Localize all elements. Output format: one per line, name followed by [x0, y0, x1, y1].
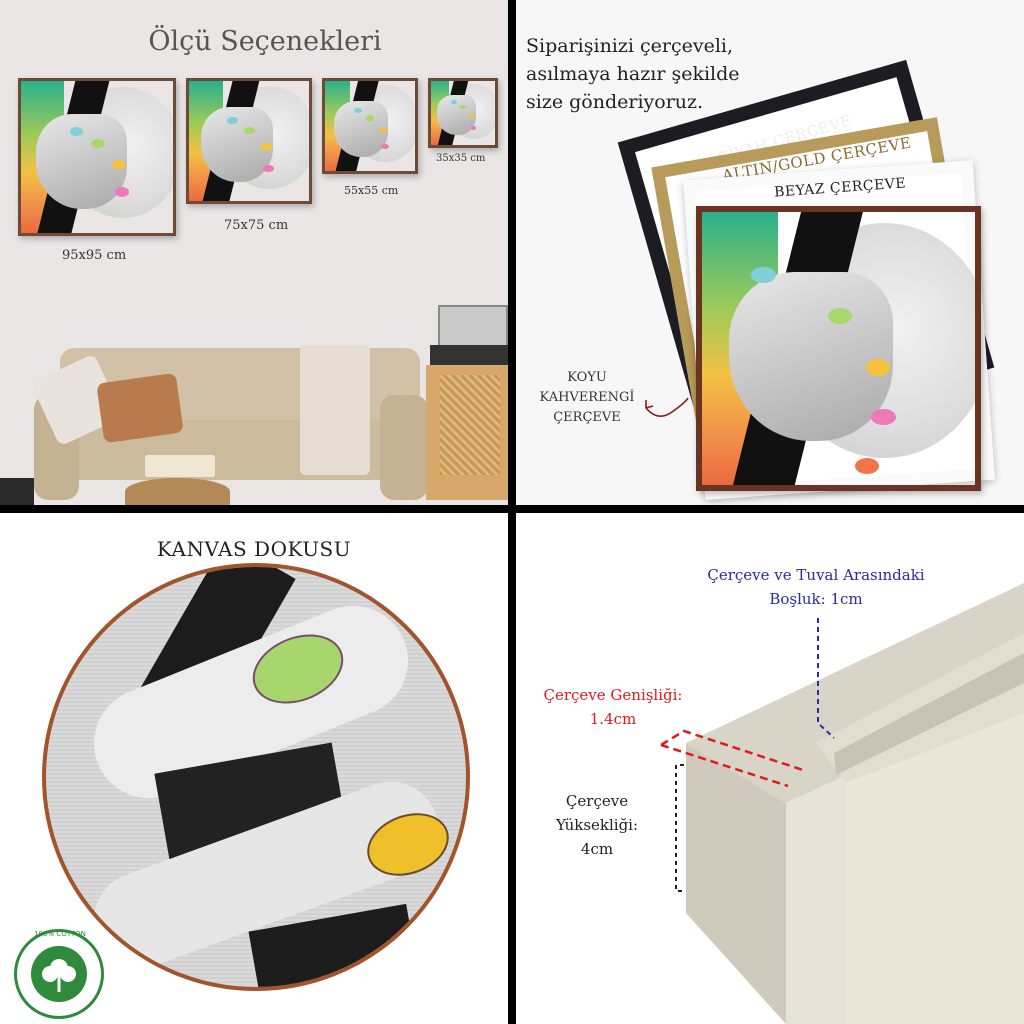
frame-height-label-line-2: Yüksekliği: — [555, 816, 639, 834]
gap-label-line-1: Çerçeve ve Tuval Arasındaki — [707, 566, 925, 584]
frame-width-label-line-1: Çerçeve Genişliği: — [543, 686, 683, 704]
canvas-texture-closeup — [42, 563, 470, 991]
cotton-plant-icon — [31, 946, 87, 1002]
artwork-95 — [18, 78, 176, 236]
cabinet-cane-panel — [440, 375, 500, 475]
dimension-guides — [660, 618, 835, 892]
shipping-note-line-1: Siparişinizi çerçeveli, — [526, 35, 734, 57]
cotton-badge: 100% COTTON — [14, 929, 104, 1019]
artwork-35 — [428, 78, 498, 148]
sofa-arm-right — [380, 395, 428, 500]
record-player-base — [430, 345, 508, 365]
size-options-panel: Ölçü Seçenekleri 95x95 cm 75x75 cm 55x55… — [0, 0, 508, 505]
shipping-note: Siparişinizi çerçeveli, asılmaya hazır ş… — [526, 32, 786, 116]
frame-corner-illustration — [686, 583, 1024, 1024]
frame-height-label: Çerçeve Yüksekliği: 4cm — [542, 789, 652, 861]
shipping-note-line-2: asılmaya hazır şekilde — [526, 63, 740, 85]
artwork-55 — [322, 78, 418, 174]
size-label-35: 35x35 cm — [436, 153, 486, 164]
gap-label-line-2: Boşluk: 1cm — [769, 590, 863, 608]
size-label-95: 95x95 cm — [62, 248, 127, 263]
shipping-note-line-3: size gönderiyoruz. — [526, 91, 704, 113]
throw-blanket — [300, 345, 370, 475]
brown-frame-label-line-2: KAHVERENGİ — [539, 390, 635, 405]
frame-width-label: Çerçeve Genişliği: 1.4cm — [528, 683, 698, 731]
brown-frame-label-line-3: ÇERÇEVE — [553, 410, 621, 425]
cotton-badge-text: 100% COTTON — [34, 930, 86, 938]
open-book — [145, 455, 215, 477]
artwork-75 — [186, 78, 312, 204]
sofa-seat — [40, 420, 430, 480]
frame-height-label-line-3: 4cm — [580, 840, 614, 858]
rattan-coffee-table — [125, 478, 230, 505]
brown-frame-label: KOYU KAHVERENGİ ÇERÇEVE — [532, 368, 642, 428]
horizontal-divider — [0, 505, 1024, 513]
size-options-title: Ölçü Seçenekleri — [148, 26, 382, 57]
frame-height-label-line-1: Çerçeve — [565, 792, 629, 810]
brown-framed-artwork — [696, 206, 981, 491]
gap-label: Çerçeve ve Tuval Arasındaki Boşluk: 1cm — [666, 563, 966, 611]
curved-arrow-icon — [645, 397, 689, 417]
frame-width-label-line-2: 1.4cm — [589, 710, 637, 728]
size-label-75: 75x75 cm — [224, 218, 289, 233]
frame-dimensions-panel: Çerçeve ve Tuval Arasındaki Boşluk: 1cm … — [516, 513, 1024, 1024]
canvas-texture-panel: KANVAS DOKUSU 100% COTTON — [0, 513, 508, 1024]
brown-pillow — [96, 372, 184, 444]
canvas-texture-title: KANVAS DOKUSU — [156, 537, 352, 561]
brown-frame-label-line-1: KOYU — [567, 370, 607, 385]
size-label-55: 55x55 cm — [344, 184, 399, 197]
side-stool — [0, 478, 34, 505]
record-player — [438, 305, 508, 349]
frame-options-panel: Siparişinizi çerçeveli, asılmaya hazır ş… — [516, 0, 1024, 505]
